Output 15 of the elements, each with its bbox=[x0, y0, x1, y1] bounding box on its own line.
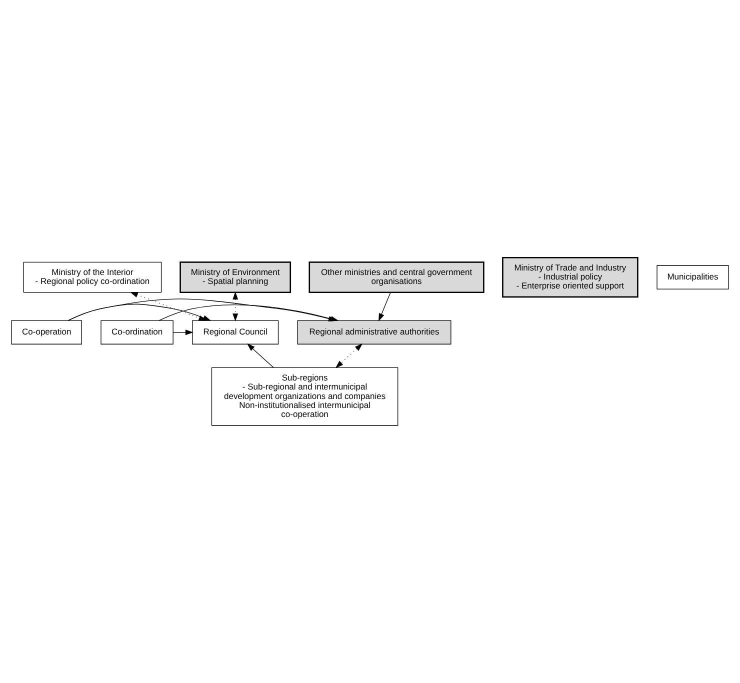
node-box: Regional Council bbox=[192, 320, 279, 344]
node-box: Ministry of the Interior - Regional policy co-ordination bbox=[23, 262, 162, 293]
node-box: Regional administrative authorities bbox=[297, 320, 452, 344]
node-box: Co-ordination bbox=[100, 320, 174, 344]
node-box: Sub-regions - Sub-regional and intermunicipal development organizations and companies Non-institutionalised intermunicipal co-operation bbox=[211, 367, 398, 426]
arrow bbox=[335, 344, 363, 368]
node-box: Ministry of Environment - Spatial planning bbox=[180, 262, 292, 293]
arrow bbox=[172, 330, 194, 336]
node-box: Ministry of Trade and Industry - Industrial policy - Enterprise oriented support bbox=[502, 256, 638, 298]
arrow bbox=[232, 292, 238, 322]
node-box: Other ministries and central government organisations bbox=[308, 262, 484, 293]
arrow bbox=[378, 292, 391, 322]
node-box: Co-operation bbox=[11, 320, 82, 344]
arrow bbox=[247, 344, 274, 368]
node-box: Municipalities bbox=[656, 265, 729, 290]
